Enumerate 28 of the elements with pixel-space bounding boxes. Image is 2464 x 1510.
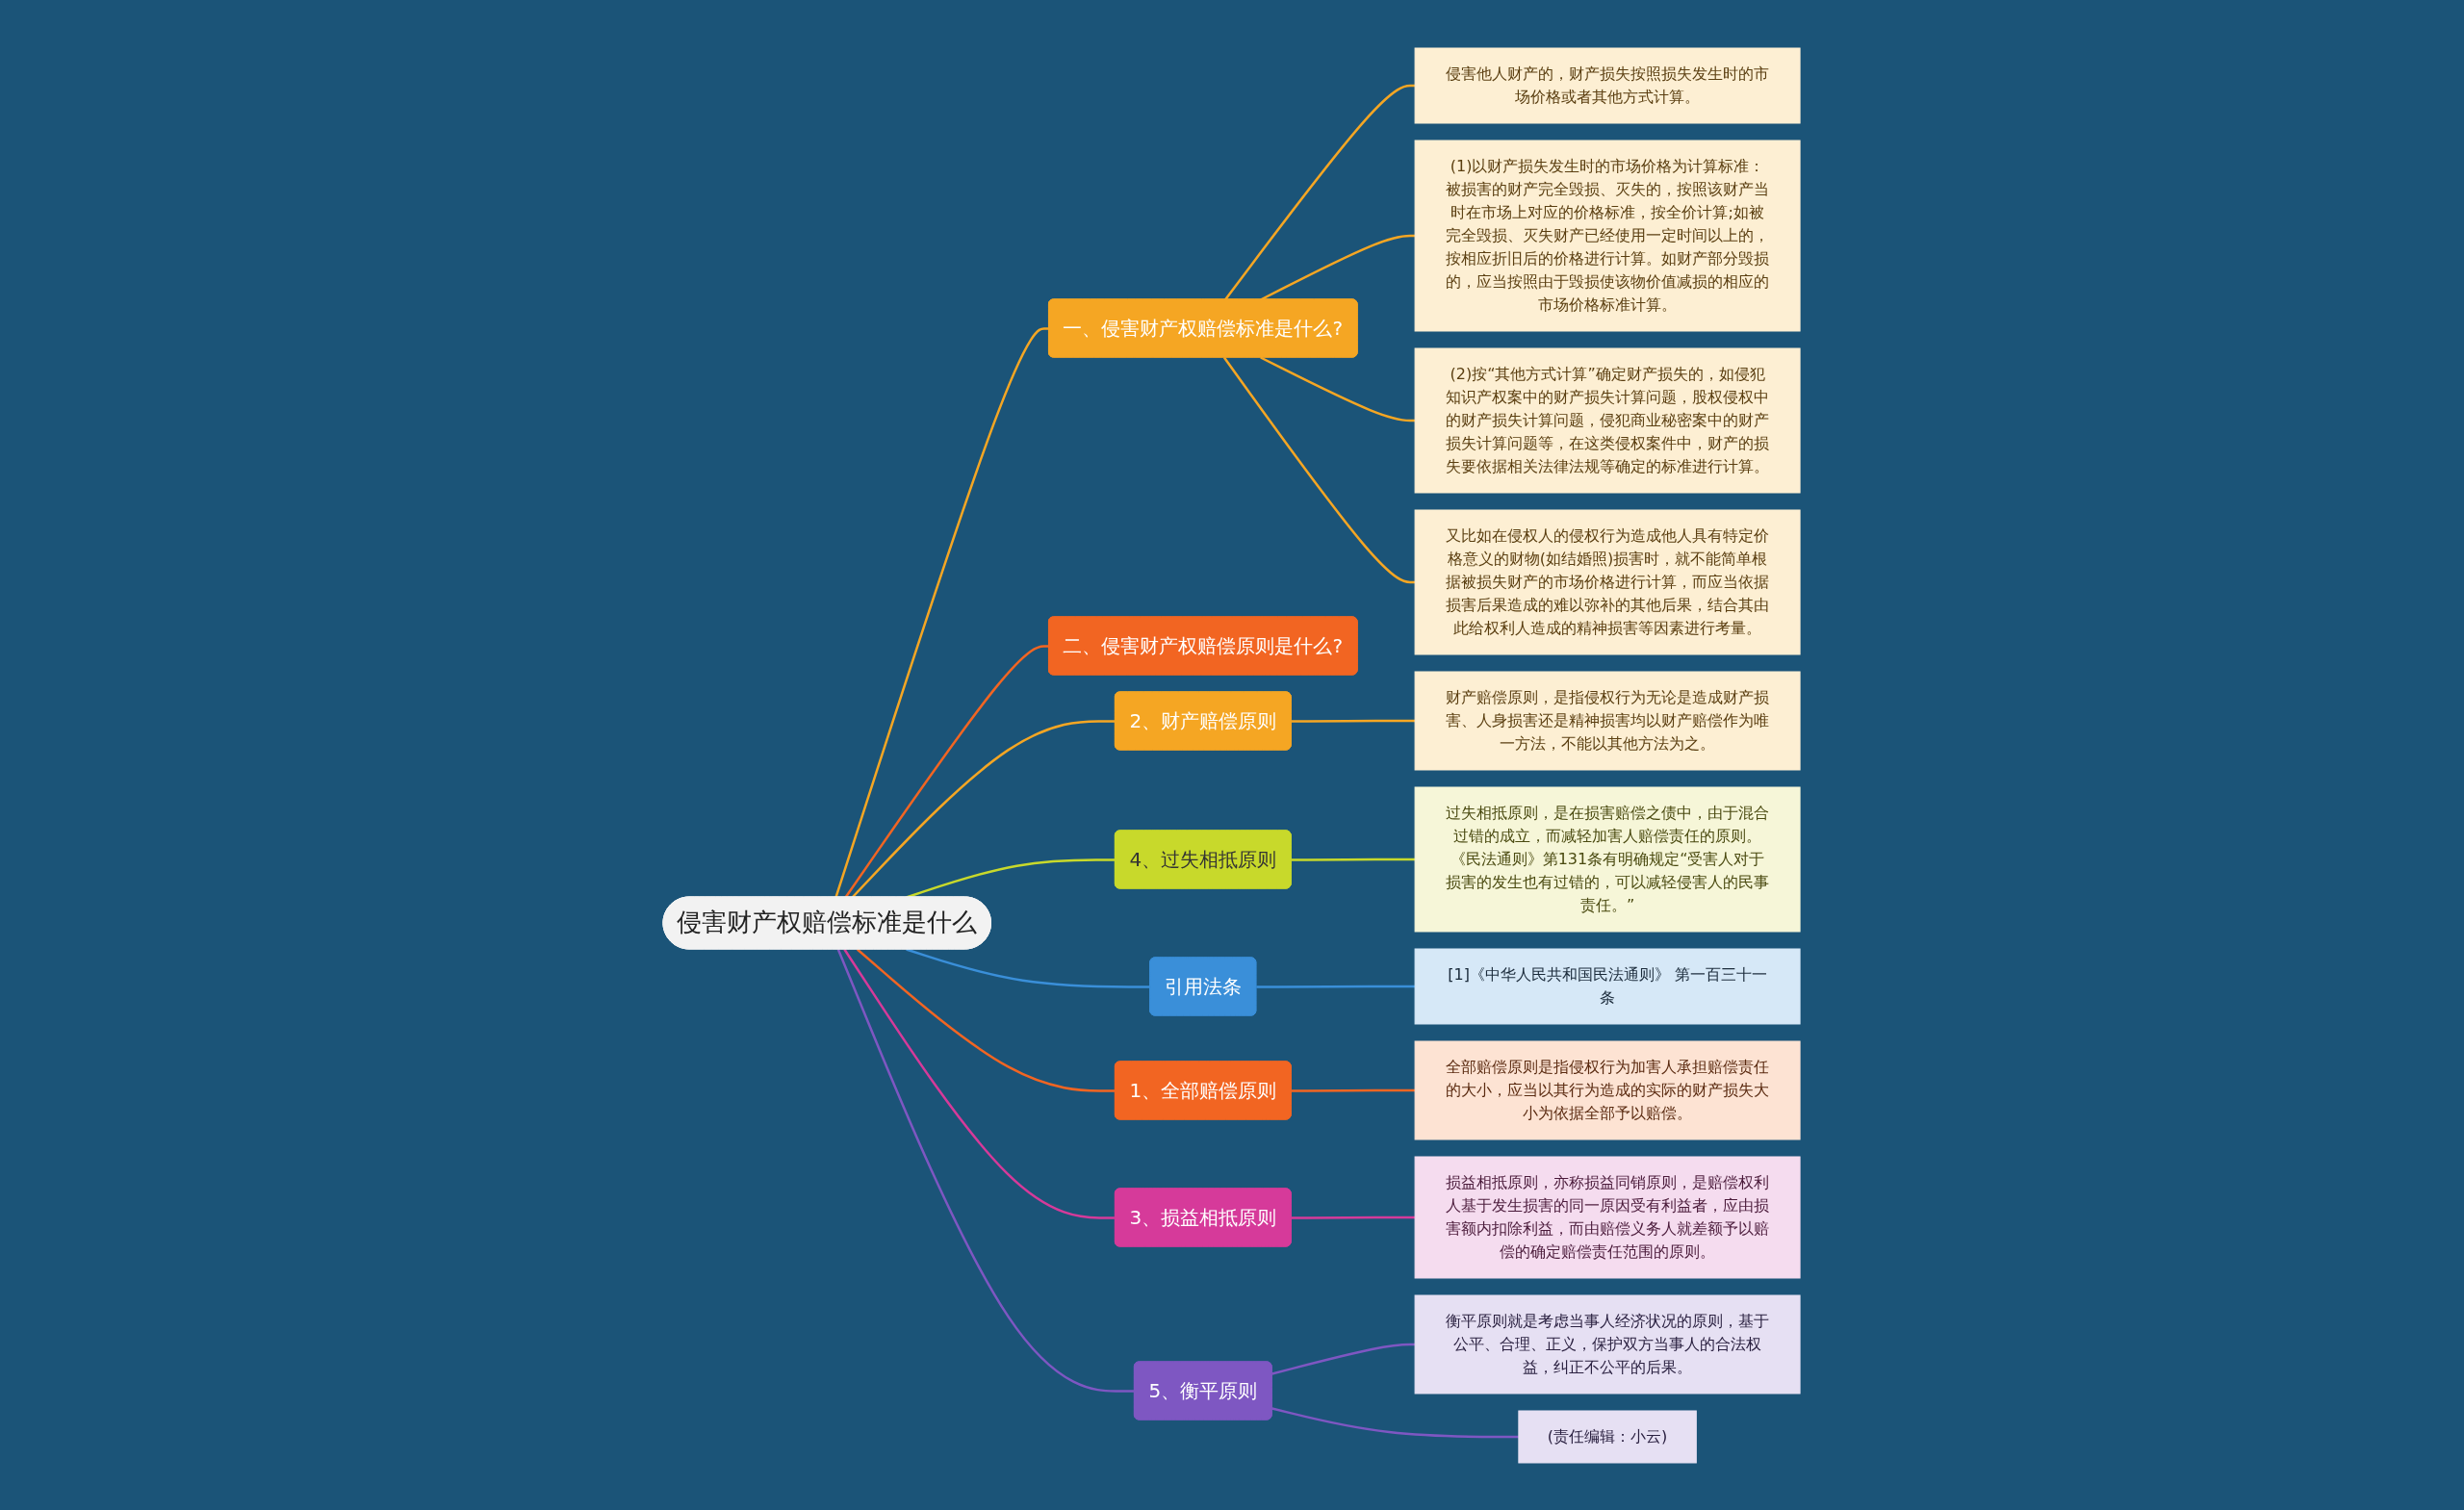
connector (1271, 1343, 1416, 1375)
node-box: 全部赔偿原则是指侵权行为加害人承担赔偿责任的大小，应当以其行为造成的实际的财产损失大小为依据全部予以赔偿。 (1415, 1040, 1802, 1139)
node-box: 财产赔偿原则，是指侵权行为无论是造成财产损害、人身损害还是精神损害均以财产赔偿作为唯一方法，不能以其他方法为之。 (1415, 671, 1802, 770)
connector (1260, 355, 1416, 422)
connector (1292, 1216, 1416, 1219)
connector (837, 948, 1136, 1393)
node-box: (1)以财产损失发生时的市场价格为计算标准：被损害的财产完全毁损、灭失的，按照该财产当时在市场上对应的价格标准，按全价计算;如被完全毁损、灭失财产已经使用一定时间以上的，按相应折旧后的价格进行计算。如财产部分毁损的，应当按照由于毁损使该物价值减损的相应的市场价格标准计算。 (1415, 140, 1802, 331)
connector (1256, 985, 1416, 988)
connector (1224, 84, 1416, 300)
connector (857, 948, 1116, 1092)
connector (1292, 1088, 1416, 1092)
connector (834, 326, 1050, 898)
connector (844, 644, 1050, 898)
node-box: (2)按“其他方式计算”确定财产损失的，如侵犯知识产权案中的财产损失计算问题，股权侵权中的财产损失计算问题，侵犯商业秘密案中的财产损失计算问题等，在这类侵权案件中，财产的损失要依据相关法律法规等确定的标准进行计算。 (1415, 347, 1802, 493)
connector (1292, 857, 1416, 861)
node-box: 过失相抵原则，是在损害赔偿之债中，由于混合过错的成立，而减轻加害人赔偿责任的原则。《民法通则》第131条有明确规定“受害人对于损害的发生也有过错的，可以减轻侵害人的民事责任。” (1415, 786, 1802, 932)
connector (906, 947, 1151, 988)
node-box: [1]《中华人民共和国民法通则》 第一百三十一条 (1415, 948, 1802, 1024)
connector (1292, 719, 1416, 723)
connector (1271, 1406, 1520, 1438)
connector (852, 719, 1116, 898)
node-box: (责任编辑：小云) (1518, 1410, 1698, 1463)
connector (1223, 356, 1416, 583)
connector (843, 948, 1116, 1219)
node-box: 衡平原则就是考虑当事人经济状况的原则，基于公平、合理、正义，保护双方当事人的合法权益，纠正不公平的后果。 (1415, 1294, 1802, 1394)
node-box: 损益相抵原则，亦称损益同销原则，是赔偿权利人基于发生损害的同一原因受有利益者，应由损害额内扣除利益，而由赔偿义务人就差额予以赔偿的确定赔偿责任范围的原则。 (1415, 1156, 1802, 1278)
node-box: 侵害他人财产的，财产损失按照损失发生时的市场价格或者其他方式计算。 (1415, 47, 1802, 123)
node-box: 又比如在侵权人的侵权行为造成他人具有特定价格意义的财物(如结婚照)损害时，就不能简单根据被损失财产的市场价格进行计算，而应当依据损害后果造成的难以弥补的其他后果，结合其由此给权利人造成的精神损害等因素进行考量。 (1415, 509, 1802, 654)
